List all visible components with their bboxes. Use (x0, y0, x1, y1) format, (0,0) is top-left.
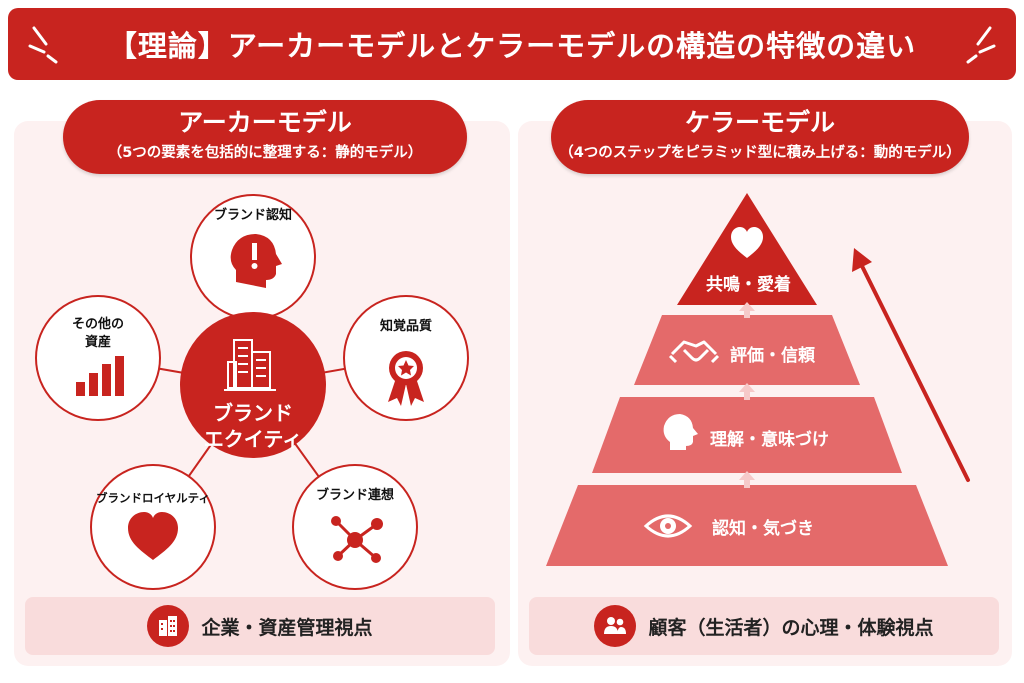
node-label-awareness: ブランド認知 (213, 208, 292, 223)
tier-judgment (634, 315, 860, 385)
keller-footer: 顧客（生活者）の心理・体験視点 (529, 597, 999, 655)
medal-icon (388, 351, 424, 406)
people-icon (594, 605, 637, 647)
progress-arrow (852, 248, 970, 482)
keller-panel (518, 121, 1012, 666)
tier-label-resonance: 共鳴・愛着 (706, 275, 791, 295)
aaker-footer-text: 企業・資産管理視点 (201, 616, 373, 639)
keller-title: ケラーモデル (684, 108, 835, 137)
node-label-loyalty: ブランドロイヤルティ (96, 491, 210, 505)
aaker-subtitle: （5つの要素を包括的に整理する：静的モデル） (107, 145, 423, 161)
keller-footer-text: 顧客（生活者）の心理・体験視点 (648, 616, 934, 639)
tier-label-awareness: 認知・気づき (712, 519, 814, 539)
node-label-other-line1: その他の (71, 317, 124, 332)
head-alert-icon (230, 234, 282, 288)
network-icon (331, 516, 383, 563)
aaker-title: アーカーモデル (178, 108, 352, 137)
node-label-association: ブランド連想 (315, 488, 394, 503)
aaker-footer: 企業・資産管理視点 (25, 597, 495, 655)
tier-label-meaning: 理解・意味づけ (710, 430, 829, 450)
building-icon (147, 605, 190, 647)
node-label-other-line2: 資産 (84, 335, 111, 350)
page-title: 【理論】アーカーモデルとケラーモデルの構造の特徴の違い (107, 29, 917, 63)
heart-icon (731, 227, 763, 258)
tier-awareness (546, 485, 948, 566)
handshake-icon (668, 340, 720, 364)
center-label-line2: エクイティ (203, 427, 303, 451)
tier-meaning (592, 397, 902, 473)
center-label: ブランド エクイティ (183, 400, 323, 452)
building-icon (224, 339, 276, 391)
up-arrow-icon (739, 302, 755, 488)
burst-lines-icon (28, 26, 58, 64)
bar-chart-icon (76, 356, 124, 396)
node-label-quality: 知覚品質 (379, 319, 432, 334)
burst-lines-icon (966, 26, 996, 64)
head-icon (663, 414, 698, 450)
aaker-header: アーカーモデル （5つの要素を包括的に整理する：静的モデル） (63, 100, 467, 174)
heart-icon (128, 512, 178, 560)
title-banner: 【理論】アーカーモデルとケラーモデルの構造の特徴の違い (8, 8, 1016, 80)
tier-label-judgment: 評価・信頼 (730, 346, 815, 366)
keller-header: ケラーモデル （4つのステップをピラミッド型に積み上げる：動的モデル） (551, 100, 969, 174)
keller-subtitle: （4つのステップをピラミッド型に積み上げる：動的モデル） (559, 145, 961, 161)
center-label-line1: ブランド (213, 401, 293, 425)
node-label-other: その他の 資産 (38, 316, 158, 352)
node-circle-other (35, 295, 161, 421)
eye-icon (643, 514, 693, 538)
node-circle-association (292, 464, 418, 590)
